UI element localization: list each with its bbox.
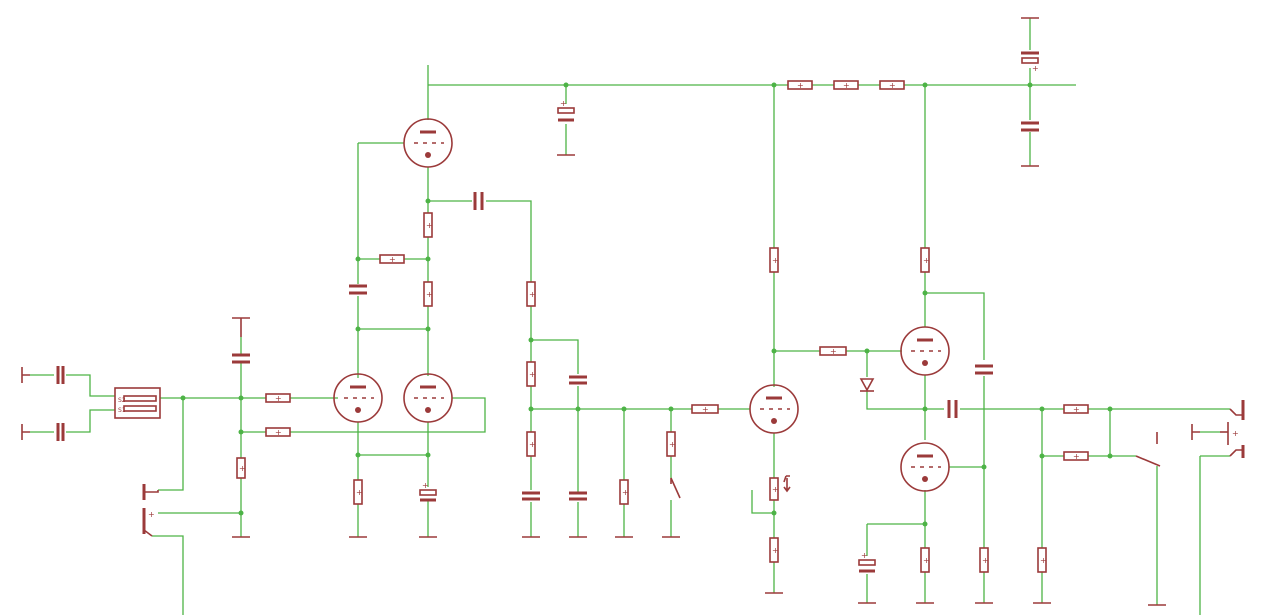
capacitor-c-tone-bass	[569, 375, 587, 385]
tube-v2a	[333, 373, 383, 423]
svg-text:+: +	[389, 255, 396, 264]
resistor-r-plate-v3: +	[769, 247, 779, 273]
resistor-r-tone-4: +	[619, 479, 629, 505]
capacitor-c-coupling-out	[947, 400, 958, 418]
capacitor-c-filter-film	[1021, 121, 1039, 132]
capacitor-c-tone-mid	[522, 491, 540, 501]
tube-v1	[403, 118, 453, 168]
electrolytic-c-cathode-v2b: +	[419, 481, 437, 502]
svg-text:+: +	[923, 256, 930, 265]
svg-text:+: +	[861, 551, 868, 560]
resistor-r-cathode-v2a: +	[353, 479, 363, 505]
resistor-r-out-1: +	[1063, 404, 1089, 414]
resistor-r-cathode-v3: +	[769, 537, 779, 563]
resistor-r-bright: +	[666, 431, 676, 457]
svg-text:+: +	[426, 290, 433, 299]
wires	[30, 18, 1230, 615]
svg-text:+: +	[889, 81, 896, 90]
resistor-r-plate-v2b: +	[423, 212, 433, 238]
resistor-r-cathode-v4b: +	[920, 547, 930, 573]
resistor-r-coupling-v4: +	[819, 346, 847, 356]
resistor-r-tone-out: +	[691, 404, 719, 414]
resistor-r-input-2: +	[265, 427, 291, 437]
resistor-r-input-1: +	[265, 393, 291, 403]
resistor-r-grid-leak: +	[236, 457, 246, 479]
svg-text:+: +	[772, 546, 779, 555]
junctions	[180, 82, 1113, 527]
resistor-r-rail-3: +	[879, 80, 905, 90]
svg-text:+: +	[275, 394, 282, 403]
svg-text:+: +	[622, 488, 629, 497]
potentiometer-volume: +	[769, 475, 791, 501]
electrolytic-c-filter-1: +	[557, 99, 575, 122]
svg-text:+: +	[529, 440, 536, 449]
switch-output	[1135, 432, 1161, 467]
tube-v4b	[900, 442, 950, 492]
capacitor-c-tone-treble	[569, 491, 587, 501]
svg-text:+: +	[1073, 405, 1080, 414]
svg-text:+: +	[843, 81, 850, 90]
svg-text:+: +	[148, 510, 155, 519]
resistor-r-tone-3: +	[526, 431, 536, 457]
ground-symbols	[21, 17, 1200, 606]
resistor-r-out-2: +	[1063, 451, 1089, 461]
resistor-r-rail-1: +	[787, 80, 813, 90]
switch-bright	[670, 477, 681, 499]
svg-text:+: +	[702, 405, 709, 414]
resistor-r-out-load: +	[1037, 547, 1047, 573]
capacitor-c-input-2	[56, 423, 65, 441]
svg-text:+: +	[1232, 429, 1239, 438]
svg-text:+: +	[772, 256, 779, 265]
svg-text:+: +	[239, 464, 246, 473]
svg-text:+: +	[1040, 556, 1047, 565]
electrolytic-c-filter-main: +	[1021, 51, 1039, 73]
svg-text:+: +	[830, 347, 837, 356]
svg-text:+: +	[797, 81, 804, 90]
svg-text:+: +	[422, 481, 429, 490]
svg-text:+: +	[982, 556, 989, 565]
resistor-r-rail-2: +	[833, 80, 859, 90]
diode-clamp	[859, 378, 875, 392]
capacitor-c-feedback	[349, 284, 367, 295]
resistor-r-plate-v2b-2: +	[423, 281, 433, 307]
resistor-r-tone-2: +	[526, 361, 536, 387]
svg-text:+: +	[426, 221, 433, 230]
svg-text:+: +	[772, 485, 779, 494]
svg-text:+: +	[923, 556, 930, 565]
svg-text:+: +	[669, 440, 676, 449]
resistor-r-bias: +	[979, 547, 989, 573]
capacitor-c-cathode-v4a	[975, 364, 993, 375]
jack-input: +	[142, 484, 159, 537]
svg-text:+: +	[560, 99, 567, 108]
svg-text:+: +	[356, 488, 363, 497]
tube-v4a	[900, 326, 950, 376]
tube-v3	[749, 384, 799, 434]
jack-output: +	[1220, 400, 1245, 458]
capacitor-c-coupling-1	[473, 192, 484, 210]
svg-text:S1: S1	[118, 407, 126, 414]
svg-text:+: +	[1073, 452, 1080, 461]
switch-input-select: S2 S1	[114, 387, 161, 419]
svg-text:+: +	[529, 290, 536, 299]
capacitor-c-input-1	[56, 366, 65, 384]
tube-v2b	[403, 373, 453, 423]
capacitor-c-grid	[232, 353, 250, 364]
svg-text:+: +	[275, 428, 282, 437]
resistor-r-feedback: +	[379, 254, 405, 264]
resistor-r-plate-v4a: +	[920, 247, 930, 273]
resistor-r-tone-1: +	[526, 281, 536, 307]
svg-text:S2: S2	[118, 397, 126, 404]
svg-text:+: +	[529, 370, 536, 379]
svg-text:+: +	[1032, 64, 1039, 73]
electrolytic-c-cathode-v4b: +	[858, 551, 876, 573]
